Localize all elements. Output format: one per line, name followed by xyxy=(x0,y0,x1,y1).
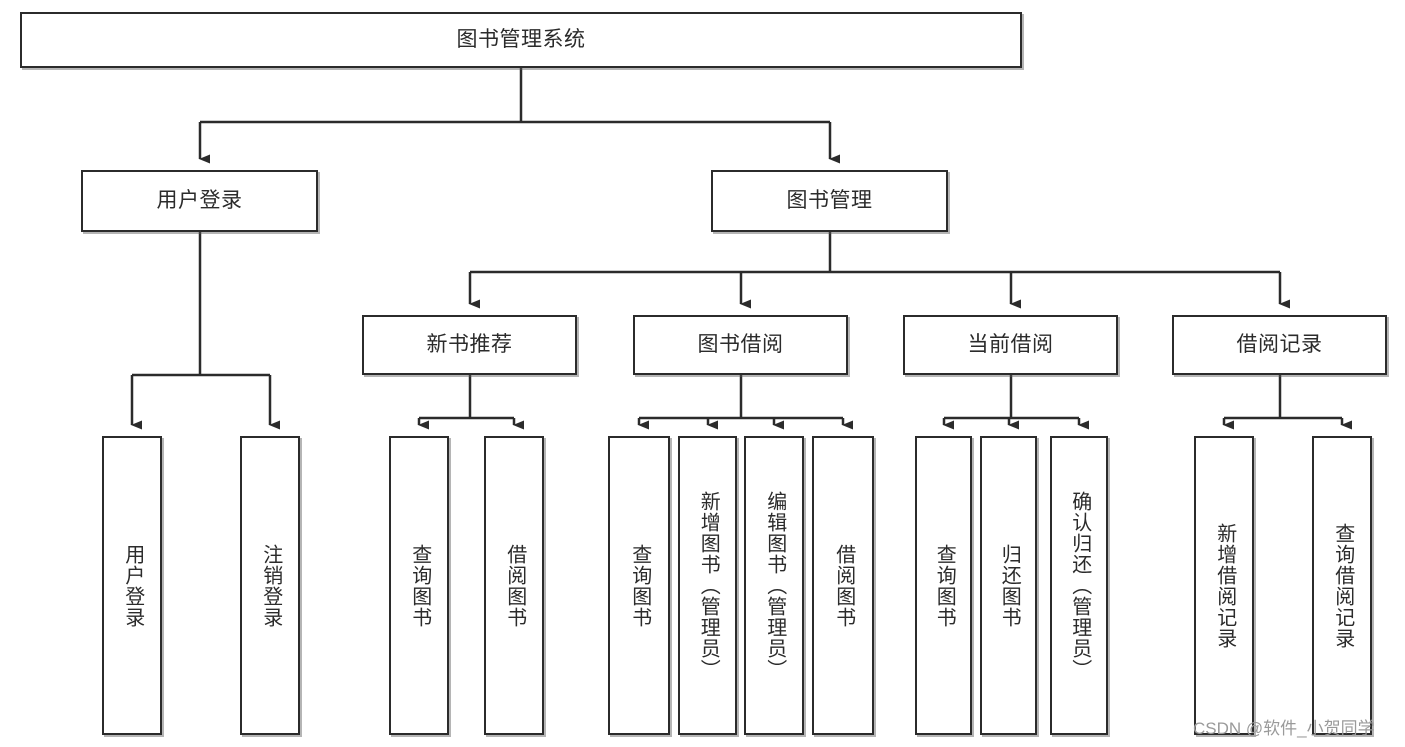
leaf-borrow-book-1[interactable]: 借阅图书 xyxy=(484,436,544,735)
node-label: 编辑图书（管理员） xyxy=(763,491,786,680)
node-book-manage[interactable]: 图书管理 xyxy=(711,170,948,232)
node-label: 图书管理 xyxy=(786,188,873,212)
node-label: 图书管理系统 xyxy=(456,27,586,51)
csdn-watermark: CSDN @软件_小贺同学 xyxy=(1193,719,1375,738)
node-label: 用户登录 xyxy=(156,188,243,212)
node-label: 当前借阅 xyxy=(967,332,1054,356)
node-current-borrow[interactable]: 当前借阅 xyxy=(903,315,1118,375)
node-borrow-record[interactable]: 借阅记录 xyxy=(1172,315,1387,375)
leaf-return-book[interactable]: 归还图书 xyxy=(980,436,1037,735)
node-label: 注销登录 xyxy=(259,543,282,628)
leaf-confirm-return[interactable]: 确认归还（管理员） xyxy=(1050,436,1108,735)
leaf-user-login[interactable]: 用户登录 xyxy=(102,436,162,735)
node-label: 新增图书（管理员） xyxy=(697,491,720,680)
node-user-login[interactable]: 用户登录 xyxy=(81,170,318,232)
node-label: 借阅图书 xyxy=(832,543,855,628)
leaf-add-borrow-record[interactable]: 新增借阅记录 xyxy=(1194,436,1254,735)
node-new-book-recommend[interactable]: 新书推荐 xyxy=(362,315,577,375)
leaf-add-book[interactable]: 新增图书（管理员） xyxy=(678,436,737,735)
node-label: 查询借阅记录 xyxy=(1331,522,1354,649)
node-label: 查询图书 xyxy=(408,543,431,628)
leaf-borrow-book-2[interactable]: 借阅图书 xyxy=(812,436,874,735)
leaf-query-book-3[interactable]: 查询图书 xyxy=(915,436,972,735)
node-label: 归还图书 xyxy=(998,543,1021,628)
leaf-query-borrow-record[interactable]: 查询借阅记录 xyxy=(1312,436,1372,735)
node-label: 查询图书 xyxy=(933,543,956,628)
node-label: 新书推荐 xyxy=(426,332,513,356)
leaf-query-book-2[interactable]: 查询图书 xyxy=(608,436,670,735)
node-root[interactable]: 图书管理系统 xyxy=(20,12,1022,68)
node-label: 借阅图书 xyxy=(503,543,526,628)
leaf-query-book-1[interactable]: 查询图书 xyxy=(389,436,449,735)
leaf-logout[interactable]: 注销登录 xyxy=(240,436,300,735)
node-label: 新增借阅记录 xyxy=(1213,522,1236,649)
node-label: 图书借阅 xyxy=(697,332,784,356)
node-label: 借阅记录 xyxy=(1236,332,1323,356)
leaf-edit-book[interactable]: 编辑图书（管理员） xyxy=(744,436,804,735)
node-label: 确认归还（管理员） xyxy=(1068,491,1091,680)
node-label: 用户登录 xyxy=(121,543,144,628)
node-book-borrow[interactable]: 图书借阅 xyxy=(633,315,848,375)
node-label: 查询图书 xyxy=(628,543,651,628)
